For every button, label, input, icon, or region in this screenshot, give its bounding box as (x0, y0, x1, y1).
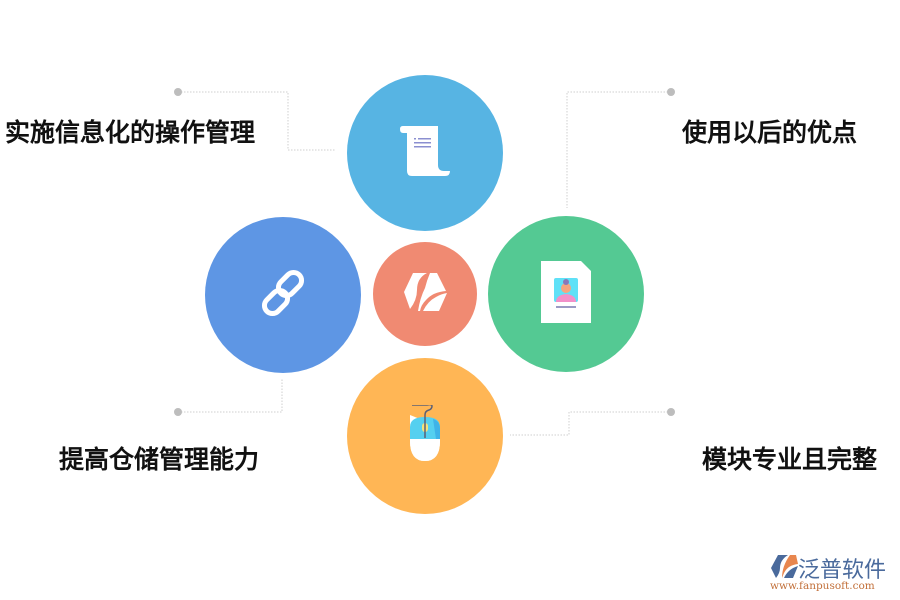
connector-dot-bottom-right (667, 408, 675, 416)
node-right-circle (488, 216, 644, 372)
computer-mouse-icon (405, 403, 445, 467)
brand-name: 泛普软件 (798, 558, 887, 583)
node-left-label: 提高仓储管理能力 (59, 445, 260, 474)
brand-url: www.fanpusoft.com (770, 580, 875, 592)
node-bottom-label: 模块专业且完整 (702, 445, 878, 474)
brand-logo: 泛普软件 www.fanpusoft.com (768, 552, 896, 592)
center-hub-circle (373, 242, 477, 346)
connector-dot-bottom-left (174, 408, 182, 416)
connector-dot-top-right (667, 88, 675, 96)
scroll-document-icon (398, 125, 452, 181)
brand-logo-icon (770, 554, 798, 584)
node-left-circle (205, 217, 361, 373)
chain-link-icon (255, 265, 311, 325)
connector-dot-top-left (174, 88, 182, 96)
node-top-circle (347, 75, 503, 231)
node-bottom-circle (347, 358, 503, 514)
brand-hexagon-icon (403, 272, 447, 316)
profile-card-icon (541, 261, 591, 327)
node-right-label: 使用以后的优点 (682, 118, 858, 147)
node-top-label: 实施信息化的操作管理 (5, 118, 256, 147)
